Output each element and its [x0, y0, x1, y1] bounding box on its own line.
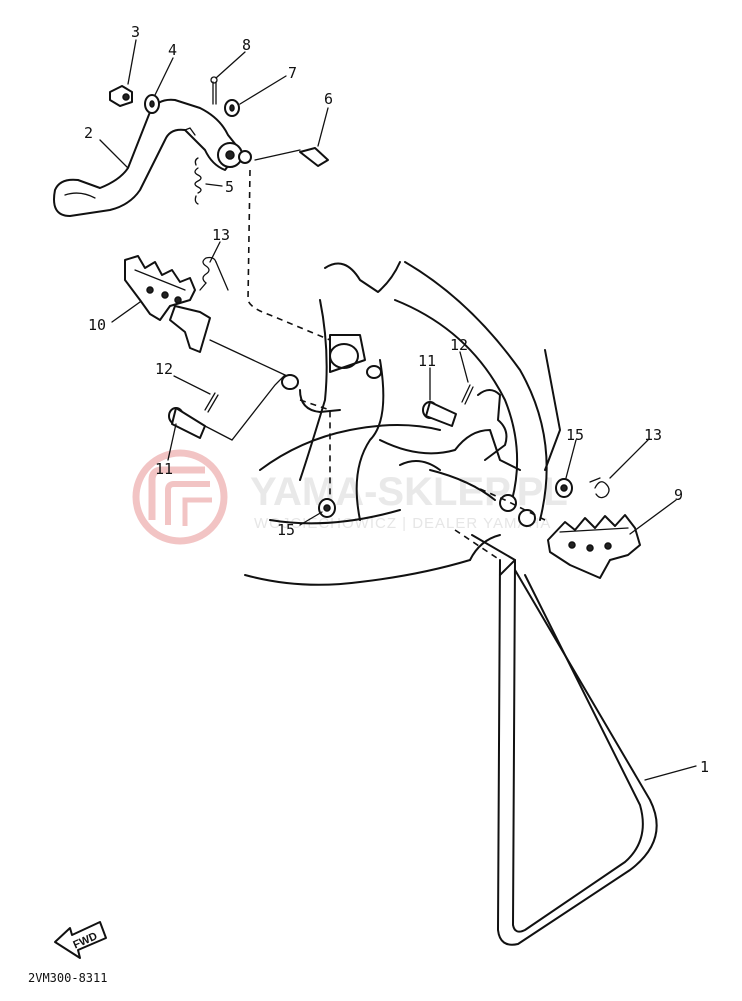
right-mount-boss-1	[499, 494, 517, 512]
left-washer-leader	[299, 399, 331, 500]
pedal-pivot-leader	[247, 169, 331, 341]
callout-3: 3	[131, 23, 140, 41]
callout-11-left: 11	[155, 460, 173, 478]
watermark-tagline: WOJCIECHOWICZ | DEALER YAMAHA	[254, 515, 551, 532]
callout-13-right: 13	[644, 426, 662, 444]
callout-1: 1	[700, 758, 709, 776]
callout-8: 8	[242, 36, 251, 54]
cotter-left-part-12	[204, 392, 219, 413]
washer-part-7	[224, 99, 240, 117]
cotter-right-part-12	[461, 384, 474, 405]
washer-part-4	[144, 94, 160, 114]
left-footrest-leader	[204, 339, 287, 441]
callout-12-right: 12	[450, 336, 468, 354]
spring-left-part-13	[199, 256, 229, 291]
washer-part-15-right	[555, 478, 573, 498]
callout-13-left: 13	[212, 226, 230, 244]
pin-part-6	[254, 147, 329, 167]
left-mount-boss	[281, 374, 299, 390]
callout-4: 4	[168, 41, 177, 59]
callout-9: 9	[674, 486, 683, 504]
callout-12-left: 12	[155, 360, 173, 378]
spring-right-part-13	[589, 477, 610, 499]
callouts: 3 4 8 7 6 2 5 13 10 12 11 15 11 12 15 13…	[84, 23, 709, 776]
callout-2: 2	[84, 124, 93, 142]
forward-arrow: FWD	[54, 921, 107, 959]
callout-15-right: 15	[566, 426, 584, 444]
callout-11-right: 11	[418, 352, 436, 370]
callout-10: 10	[88, 316, 106, 334]
side-stand	[454, 529, 658, 946]
callout-15-left: 15	[277, 521, 295, 539]
footrest-left-part-10	[124, 255, 211, 353]
pin-right-part-11	[422, 401, 457, 427]
spring-part-5	[194, 157, 202, 205]
callout-5: 5	[225, 178, 234, 196]
cotter-pin-part-8	[210, 76, 218, 105]
callout-6: 6	[324, 90, 333, 108]
washer-part-15-left	[318, 498, 336, 518]
frame-outline	[244, 261, 561, 586]
right-mount-boss-2	[518, 509, 536, 527]
right-footrest-leader	[459, 479, 546, 521]
footrest-right-part-9	[547, 514, 641, 579]
watermark: YAMA-SKLEP.PL WOJCIECHOWICZ | DEALER YAM…	[132, 449, 568, 545]
diagram-code: 2VM300-8311	[28, 971, 107, 985]
brake-pedal	[53, 98, 252, 217]
bolt-part-3	[109, 85, 133, 107]
watermark-logo	[132, 449, 228, 545]
pin-left-part-11	[168, 407, 206, 439]
callout-7: 7	[288, 64, 297, 82]
callout-leaders	[99, 39, 697, 781]
